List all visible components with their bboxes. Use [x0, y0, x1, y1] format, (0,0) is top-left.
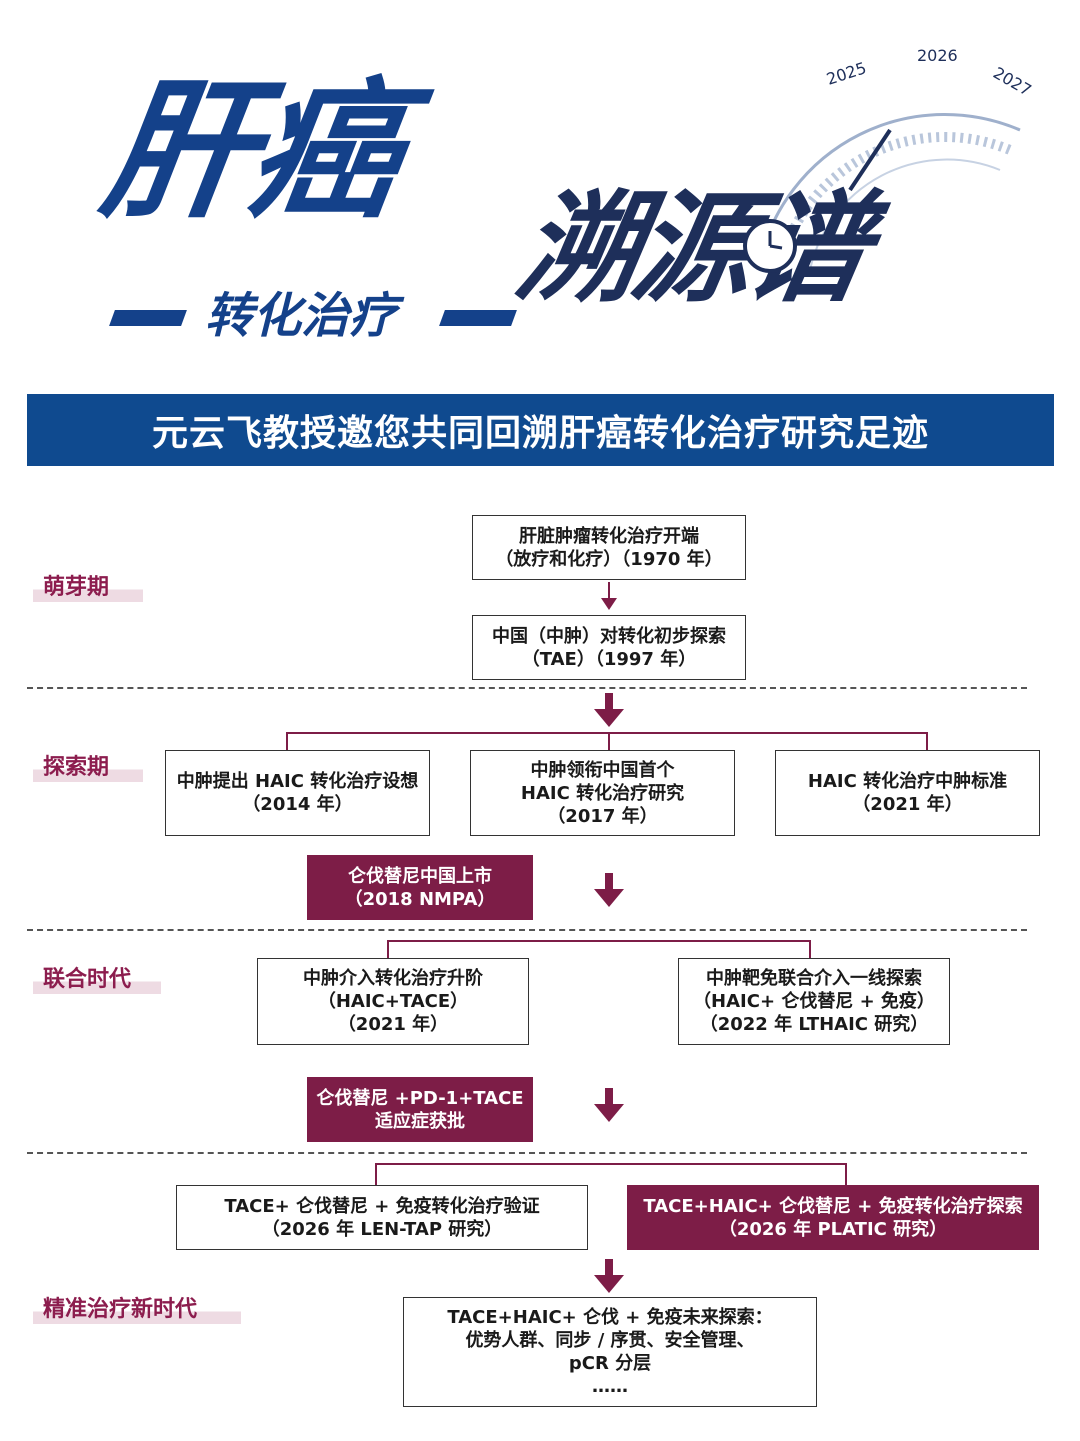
box-1970-origin: 肝脏肿瘤转化治疗开端 （放疗和化疗）（1970 年）	[472, 515, 746, 580]
connector-line	[286, 732, 288, 750]
box-2021-haic-standard: HAIC 转化治疗中肿标准 （2021 年）	[775, 750, 1040, 836]
box-line: （2014 年）	[242, 794, 353, 815]
box-line: （HAIC+ 仑伐替尼 + 免疫）	[693, 991, 935, 1012]
box-1997-tae: 中国（中肿）对转化初步探索 （TAE）（1997 年）	[472, 615, 746, 680]
box-line: ……	[592, 1376, 628, 1397]
box-line: （2026 年 PLATIC 研究）	[718, 1218, 948, 1240]
box-line: TACE+HAIC+ 仑伐 + 免疫未来探索：	[447, 1307, 773, 1328]
box-line: （2021 年）	[852, 794, 963, 815]
box-line: 优势人群、同步 / 序贯、安全管理、	[465, 1330, 755, 1351]
title-main: 肝癌	[92, 65, 410, 239]
stage-label-explore: 探索期	[33, 754, 143, 782]
box-2017-haic-study: 中肿领衔中国首个 HAIC 转化治疗研究 （2017 年）	[470, 750, 735, 836]
box-line: （2017 年）	[547, 805, 658, 827]
box-line: TACE+ 仑伐替尼 + 免疫转化治疗验证	[224, 1195, 540, 1217]
connector-line	[375, 1163, 847, 1165]
box-line: 仑伐替尼中国上市	[348, 865, 492, 887]
stage-label-precision: 精准治疗新时代	[33, 1296, 241, 1324]
connector-line	[809, 940, 811, 958]
arrow-down-icon	[594, 1088, 624, 1122]
title-right: 溯源谱	[507, 180, 875, 319]
connector-line	[608, 582, 610, 602]
box-line: （2018 NMPA）	[344, 888, 496, 910]
connector-line	[608, 732, 610, 750]
box-line: （2026 年 LEN-TAP 研究）	[261, 1218, 503, 1240]
box-2026-len-tap: TACE+ 仑伐替尼 + 免疫转化治疗验证 （2026 年 LEN-TAP 研究…	[176, 1185, 588, 1250]
arrow-down-icon	[601, 598, 617, 610]
divider	[27, 1152, 1027, 1154]
box-2022-lthaic: 中肿靶免联合介入一线探索 （HAIC+ 仑伐替尼 + 免疫） （2022 年 L…	[678, 958, 950, 1045]
banner: 元云飞教授邀您共同回溯肝癌转化治疗研究足迹	[27, 394, 1054, 466]
subtitle-bar-right	[439, 310, 517, 326]
box-line: （TAE）（1997 年）	[521, 648, 697, 670]
box-line: 肝脏肿瘤转化治疗开端	[519, 525, 699, 547]
box-pd1-tace-approval: 仑伐替尼 +PD-1+TACE 适应症获批	[307, 1077, 533, 1142]
box-2026-platic: TACE+HAIC+ 仑伐替尼 + 免疫转化治疗探索 （2026 年 PLATI…	[627, 1185, 1039, 1250]
box-line: 适应症获批	[375, 1110, 465, 1132]
subtitle: 转化治疗	[205, 288, 398, 344]
connector-line	[375, 1163, 377, 1185]
arrow-down-icon	[594, 1259, 624, 1293]
stage-label-sprout: 萌芽期	[33, 574, 143, 602]
box-line: 中肿靶免联合介入一线探索	[706, 968, 922, 989]
header: 2025 2026 2027 肝癌 溯源谱 转化治疗	[0, 0, 1080, 380]
box-line: （HAIC+TACE）	[317, 991, 469, 1012]
box-future-exploration: TACE+HAIC+ 仑伐 + 免疫未来探索： 优势人群、同步 / 序贯、安全管…	[403, 1297, 817, 1407]
connector-line	[926, 732, 928, 750]
clock-icon	[743, 219, 797, 273]
box-line: 仑伐替尼 +PD-1+TACE	[316, 1087, 524, 1109]
subtitle-bar-left	[109, 310, 187, 326]
arrow-down-icon	[594, 693, 624, 727]
divider	[27, 929, 1027, 931]
box-line: pCR 分层	[568, 1353, 652, 1374]
stage-label-combination: 联合时代	[33, 966, 161, 994]
box-line: （放疗和化疗）（1970 年）	[495, 548, 723, 570]
box-line: 中肿领衔中国首个	[530, 759, 675, 781]
box-line: （2022 年 LTHAIC 研究）	[699, 1014, 929, 1035]
year-label-2026: 2026	[917, 46, 958, 65]
box-line: 中肿介入转化治疗升阶	[303, 968, 483, 989]
box-line: 中国（中肿）对转化初步探索	[492, 625, 726, 647]
box-line: 中肿提出 HAIC 转化治疗设想	[176, 771, 419, 792]
box-line: HAIC 转化治疗研究	[520, 782, 685, 804]
divider	[27, 687, 1027, 689]
connector-line	[387, 940, 811, 942]
connector-line	[286, 732, 928, 734]
box-2018-lenvatinib: 仑伐替尼中国上市 （2018 NMPA）	[307, 855, 533, 920]
box-line: HAIC 转化治疗中肿标准	[807, 771, 1008, 792]
box-line: TACE+HAIC+ 仑伐替尼 + 免疫转化治疗探索	[643, 1195, 1023, 1217]
box-2014-haic: 中肿提出 HAIC 转化治疗设想 （2014 年）	[165, 750, 430, 836]
arrow-down-icon	[594, 873, 624, 907]
box-line: （2021 年）	[337, 1014, 449, 1035]
box-2021-haic-tace: 中肿介入转化治疗升阶 （HAIC+TACE） （2021 年）	[257, 958, 529, 1045]
connector-line	[845, 1163, 847, 1185]
connector-line	[387, 940, 389, 958]
speedometer-dial-icon	[758, 112, 1021, 271]
